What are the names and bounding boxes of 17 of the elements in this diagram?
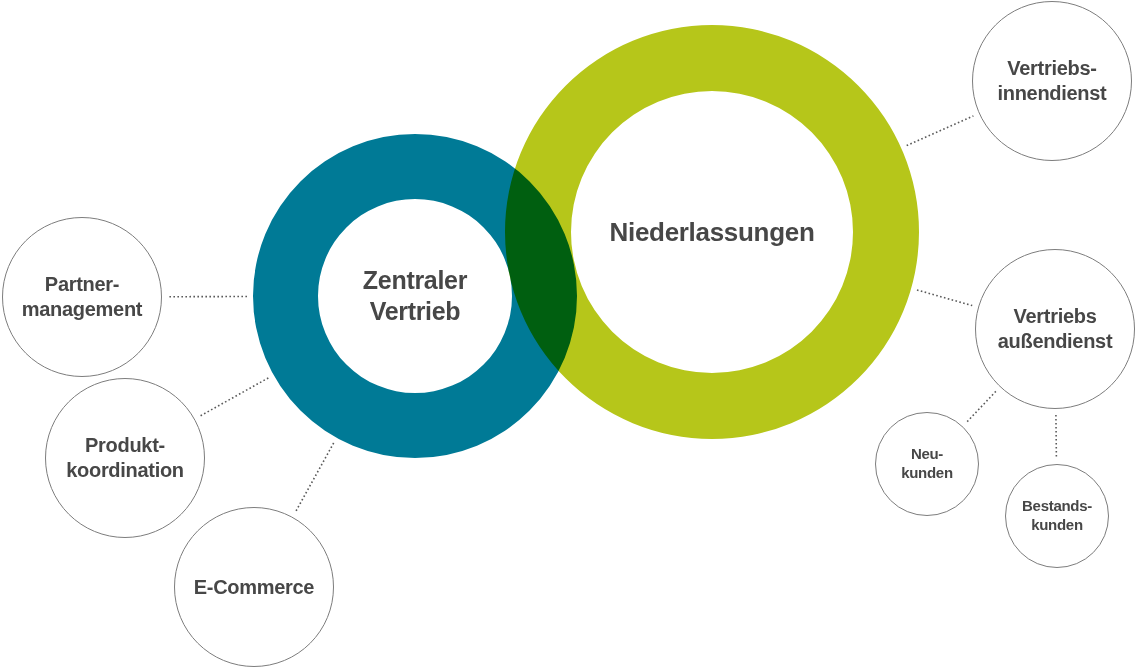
ring-title: Zentraler Vertrieb <box>361 264 469 327</box>
dotted-connector <box>199 377 270 417</box>
node-label: Neu- kunden <box>900 445 954 483</box>
dotted-connector <box>294 442 335 513</box>
dotted-connector <box>916 289 974 307</box>
dotted-connector <box>1055 414 1058 459</box>
dotted-connector <box>167 295 248 298</box>
node-label: Partner- management <box>20 272 144 322</box>
node-label: Produkt- koordination <box>65 433 185 483</box>
ring <box>505 25 919 439</box>
node-label: Vertriebs- innendienst <box>996 56 1108 106</box>
dotted-connector <box>905 115 975 147</box>
node-label: E-Commerce <box>193 574 315 600</box>
node-label: Vertriebs außendienst <box>996 304 1114 354</box>
node-label: Bestands- kunden <box>1021 497 1093 535</box>
dotted-connector <box>966 390 997 423</box>
ring-title: Niederlassungen <box>609 215 815 249</box>
